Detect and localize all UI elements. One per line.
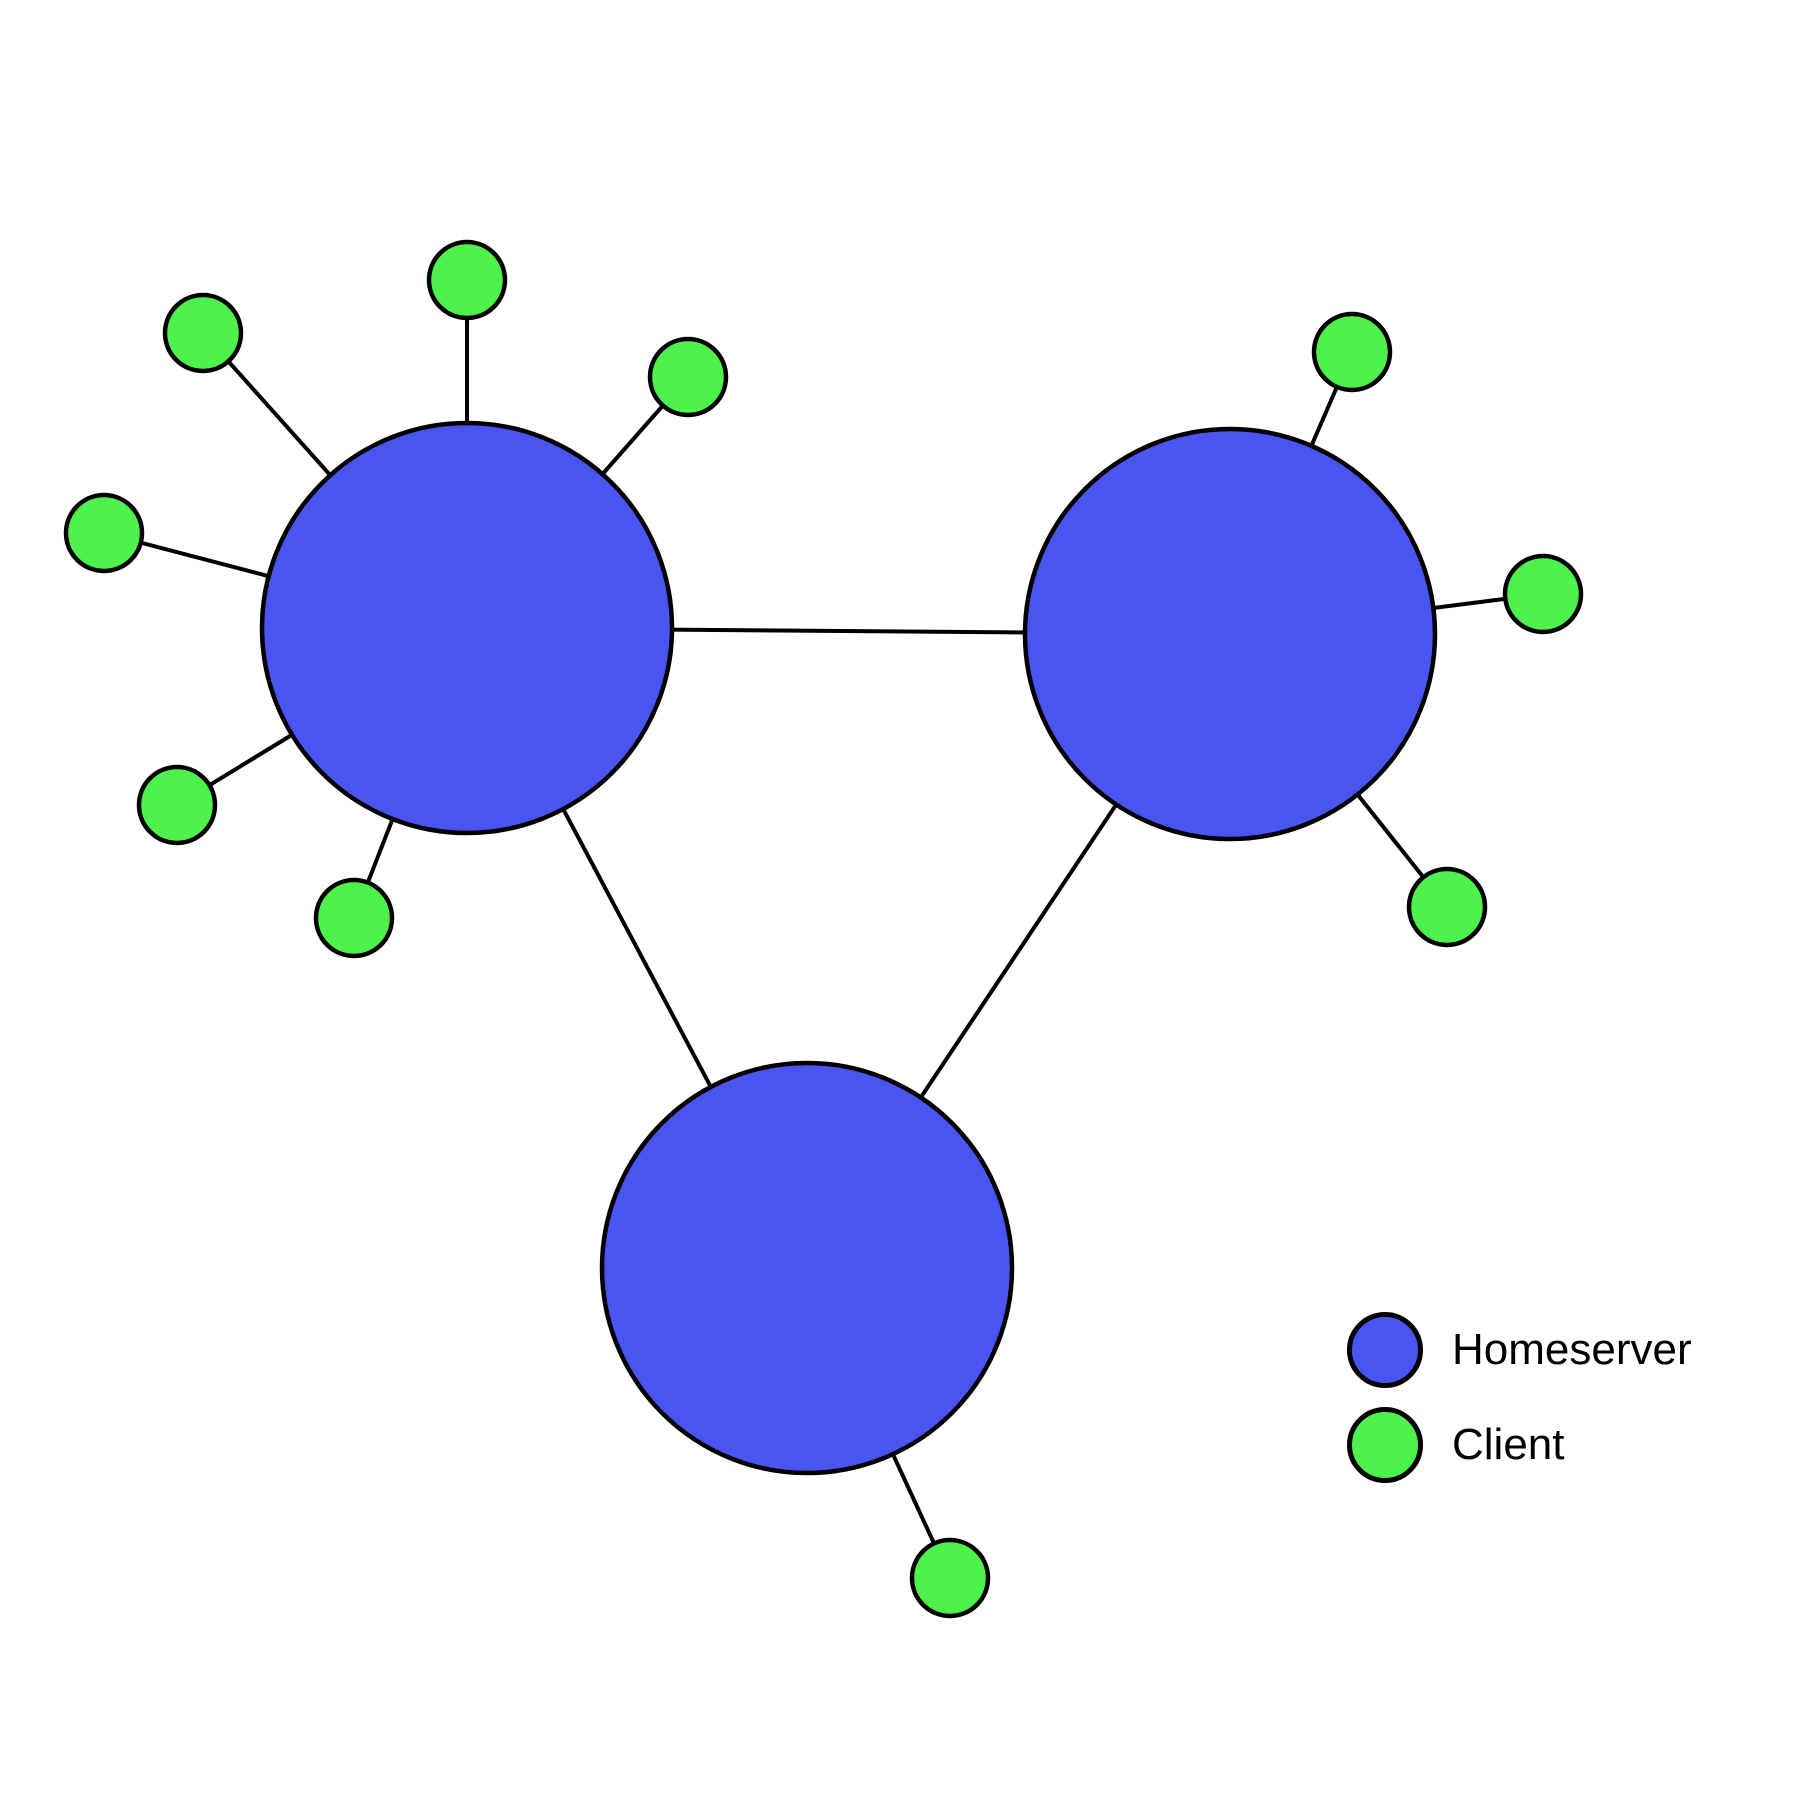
legend-label-homeserver: Homeserver [1452, 1325, 1692, 1374]
client-node [136, 764, 218, 846]
client-node [63, 492, 145, 574]
legend-label-client: Client [1452, 1420, 1565, 1469]
homeserver-node [1022, 426, 1438, 842]
client-node [313, 877, 395, 959]
client-node [909, 1537, 991, 1619]
legend-item-client: Client [1347, 1407, 1692, 1483]
client-node [1406, 866, 1488, 948]
client-swatch-icon [1347, 1407, 1423, 1483]
homeserver-swatch-icon [1347, 1312, 1423, 1388]
legend: Homeserver Client [1347, 1312, 1692, 1502]
homeserver-node [599, 1060, 1015, 1476]
client-node [162, 292, 244, 374]
client-node [1311, 311, 1393, 393]
client-node [647, 336, 729, 418]
legend-item-homeserver: Homeserver [1347, 1312, 1692, 1388]
client-node [1502, 553, 1584, 635]
homeserver-node [259, 420, 675, 836]
client-node [426, 239, 508, 321]
